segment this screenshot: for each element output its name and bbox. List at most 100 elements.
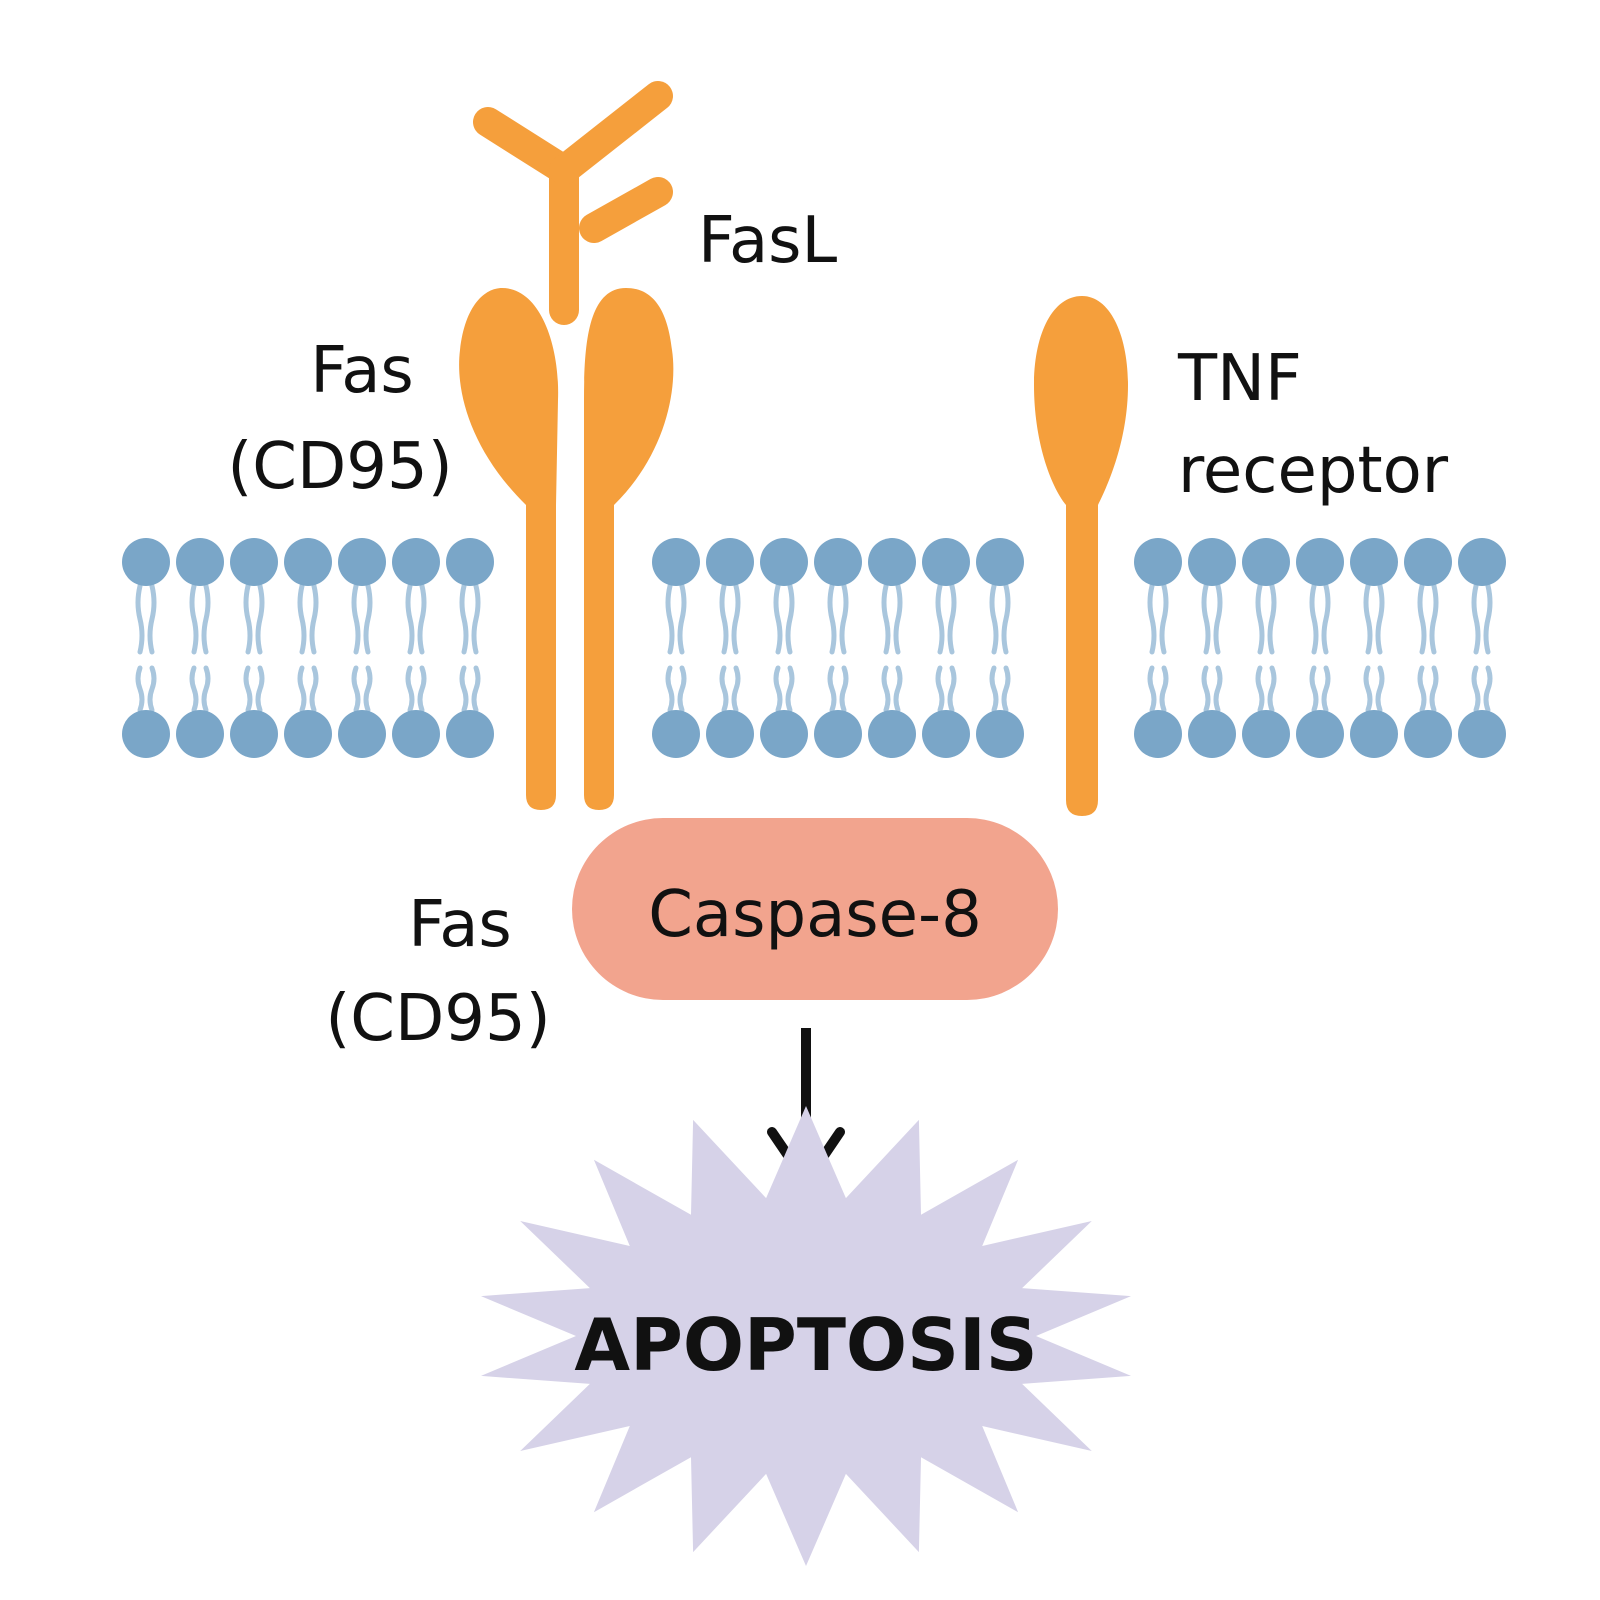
phospholipid-pair bbox=[868, 538, 916, 758]
lipid-tail bbox=[1429, 665, 1439, 713]
lipid-tail bbox=[839, 583, 849, 655]
lipid-tail bbox=[363, 583, 373, 655]
lipid-tail bbox=[935, 665, 945, 713]
lipid-head-inner bbox=[922, 710, 970, 758]
lipid-tail bbox=[665, 583, 675, 655]
lipid-head-inner bbox=[1242, 710, 1290, 758]
lipid-head-inner bbox=[868, 710, 916, 758]
lipid-head-outer bbox=[284, 538, 332, 586]
lipid-tail bbox=[405, 665, 415, 713]
lipid-tail bbox=[1001, 665, 1011, 713]
lipid-head-inner bbox=[284, 710, 332, 758]
fas-bottom-label-line1: Fas bbox=[408, 888, 512, 962]
lipid-tail bbox=[1309, 583, 1319, 655]
lipid-head-outer bbox=[1242, 538, 1290, 586]
lipid-tail bbox=[1471, 583, 1481, 655]
fas-bottom-label-line2: (CD95) bbox=[325, 982, 550, 1056]
phospholipid-pair bbox=[446, 538, 494, 758]
apoptosis-label: APOPTOSIS bbox=[574, 1303, 1037, 1387]
lipid-head-inner bbox=[122, 710, 170, 758]
lipid-tail bbox=[1267, 665, 1277, 713]
lipid-head-inner bbox=[392, 710, 440, 758]
lipid-tail bbox=[785, 665, 795, 713]
lipid-head-outer bbox=[338, 538, 386, 586]
phospholipid-pair bbox=[1296, 538, 1344, 758]
fas-receptor-left-subunit bbox=[459, 288, 559, 810]
lipid-tail bbox=[827, 583, 837, 655]
lipid-tail bbox=[351, 583, 361, 655]
lipid-tail bbox=[989, 583, 999, 655]
lipid-head-outer bbox=[1404, 538, 1452, 586]
phospholipid-pair bbox=[652, 538, 700, 758]
lipid-tail bbox=[1375, 583, 1385, 655]
lipid-tail bbox=[1201, 665, 1211, 713]
lipid-head-outer bbox=[230, 538, 278, 586]
lipid-tail bbox=[243, 583, 253, 655]
lipid-tail bbox=[1363, 665, 1373, 713]
lipid-tail bbox=[947, 665, 957, 713]
lipid-tail bbox=[1255, 583, 1265, 655]
lipid-head-outer bbox=[1134, 538, 1182, 586]
lipid-head-outer bbox=[814, 538, 862, 586]
phospholipid-pair bbox=[392, 538, 440, 758]
lipid-tail bbox=[1321, 665, 1331, 713]
lipid-head-inner bbox=[652, 710, 700, 758]
lipid-tail bbox=[1309, 665, 1319, 713]
lipid-head-inner bbox=[706, 710, 754, 758]
lipid-tail bbox=[309, 583, 319, 655]
phospholipid-pair bbox=[1404, 538, 1452, 758]
lipid-tail bbox=[1255, 665, 1265, 713]
lipid-tail bbox=[677, 583, 687, 655]
lipid-head-outer bbox=[122, 538, 170, 586]
lipid-tail bbox=[297, 665, 307, 713]
lipid-tail bbox=[1321, 583, 1331, 655]
lipid-tail bbox=[255, 583, 265, 655]
lipid-head-outer bbox=[706, 538, 754, 586]
tnf-receptor-shape bbox=[1034, 296, 1128, 816]
tnf-label-line1: TNF bbox=[1177, 342, 1302, 416]
lipid-tail bbox=[417, 665, 427, 713]
fas-receptor-right-subunit bbox=[584, 288, 674, 810]
phospholipid-pair bbox=[1134, 538, 1182, 758]
fas-top-label-line2: (CD95) bbox=[227, 430, 452, 504]
lipid-tail bbox=[881, 665, 891, 713]
lipid-head-outer bbox=[1458, 538, 1506, 586]
lipid-tail bbox=[459, 665, 469, 713]
fas-top-label-line1: Fas bbox=[310, 334, 414, 408]
lipid-tail bbox=[201, 665, 211, 713]
lipid-tail bbox=[731, 583, 741, 655]
lipid-tail bbox=[135, 665, 145, 713]
lipid-head-outer bbox=[176, 538, 224, 586]
lipid-head-outer bbox=[868, 538, 916, 586]
caspase-8-label: Caspase-8 bbox=[648, 878, 982, 952]
lipid-tail bbox=[405, 583, 415, 655]
lipid-tail bbox=[297, 583, 307, 655]
lipid-head-inner bbox=[814, 710, 862, 758]
phospholipid-pair bbox=[230, 538, 278, 758]
lipid-tail bbox=[1159, 665, 1169, 713]
lipid-bilayer-membrane bbox=[122, 538, 1506, 758]
phospholipid-pair bbox=[976, 538, 1024, 758]
lipid-head-outer bbox=[392, 538, 440, 586]
lipid-head-outer bbox=[446, 538, 494, 586]
lipid-head-inner bbox=[446, 710, 494, 758]
lipid-tail bbox=[935, 583, 945, 655]
lipid-tail bbox=[459, 583, 469, 655]
lipid-tail bbox=[839, 665, 849, 713]
lipid-tail bbox=[1417, 583, 1427, 655]
lipid-head-inner bbox=[1134, 710, 1182, 758]
lipid-tail bbox=[1213, 583, 1223, 655]
lipid-tail bbox=[1267, 583, 1277, 655]
lipid-tail bbox=[893, 583, 903, 655]
lipid-tail bbox=[147, 583, 157, 655]
lipid-head-outer bbox=[922, 538, 970, 586]
lipid-tail bbox=[1363, 583, 1373, 655]
lipid-tail bbox=[1001, 583, 1011, 655]
lipid-tail bbox=[1483, 583, 1493, 655]
phospholipid-pair bbox=[1350, 538, 1398, 758]
lipid-head-inner bbox=[176, 710, 224, 758]
lipid-tail bbox=[147, 665, 157, 713]
fasl-label: FasL bbox=[698, 204, 838, 278]
lipid-head-inner bbox=[230, 710, 278, 758]
lipid-tail bbox=[827, 665, 837, 713]
